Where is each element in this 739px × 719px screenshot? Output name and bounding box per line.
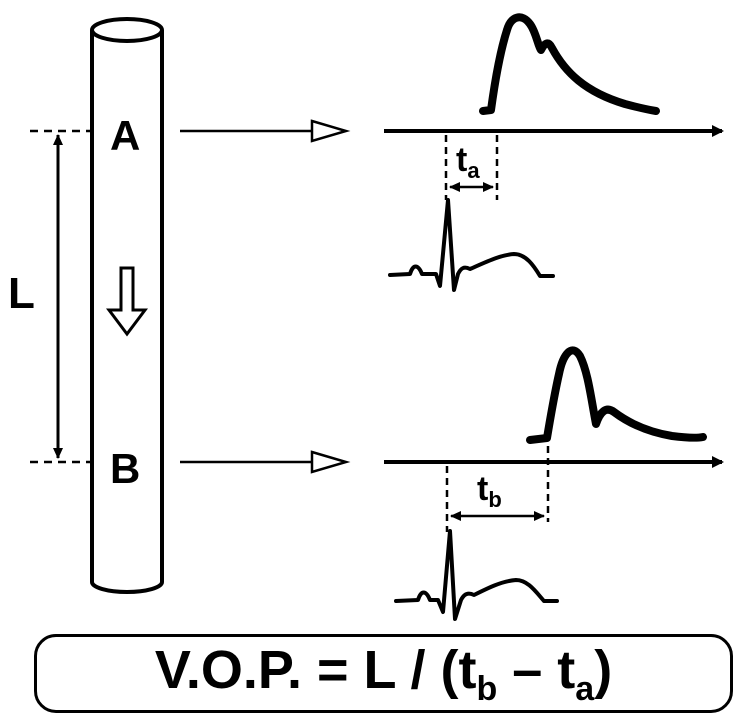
transit-time-marker-b [445,446,550,532]
pointer-arrow-a [180,119,351,143]
label-tb: tb [477,470,502,512]
pointer-arrow-b [180,450,351,474]
label-ta: ta [456,141,480,183]
pressure-wave-b [526,346,707,444]
ecg-trace-a [388,198,555,292]
formula-suffix: ) [594,639,613,700]
label-length: L [8,269,35,318]
formula-sub-a: a [575,669,595,708]
formula-text: V.O.P. = L / (tb – ta) [155,639,612,709]
ecg-trace-b [394,529,559,621]
label-a: A [110,112,140,159]
formula-sub-b: b [476,669,498,708]
transit-time-marker-a [444,135,499,200]
pressure-wave-a [479,13,660,115]
flow-direction-arrow [106,266,148,337]
formula-box: V.O.P. = L / (tb – ta) [34,634,733,713]
formula-middle: – t [497,639,576,700]
label-b: B [110,445,140,492]
formula-prefix: V.O.P. = L / (t [154,639,477,700]
